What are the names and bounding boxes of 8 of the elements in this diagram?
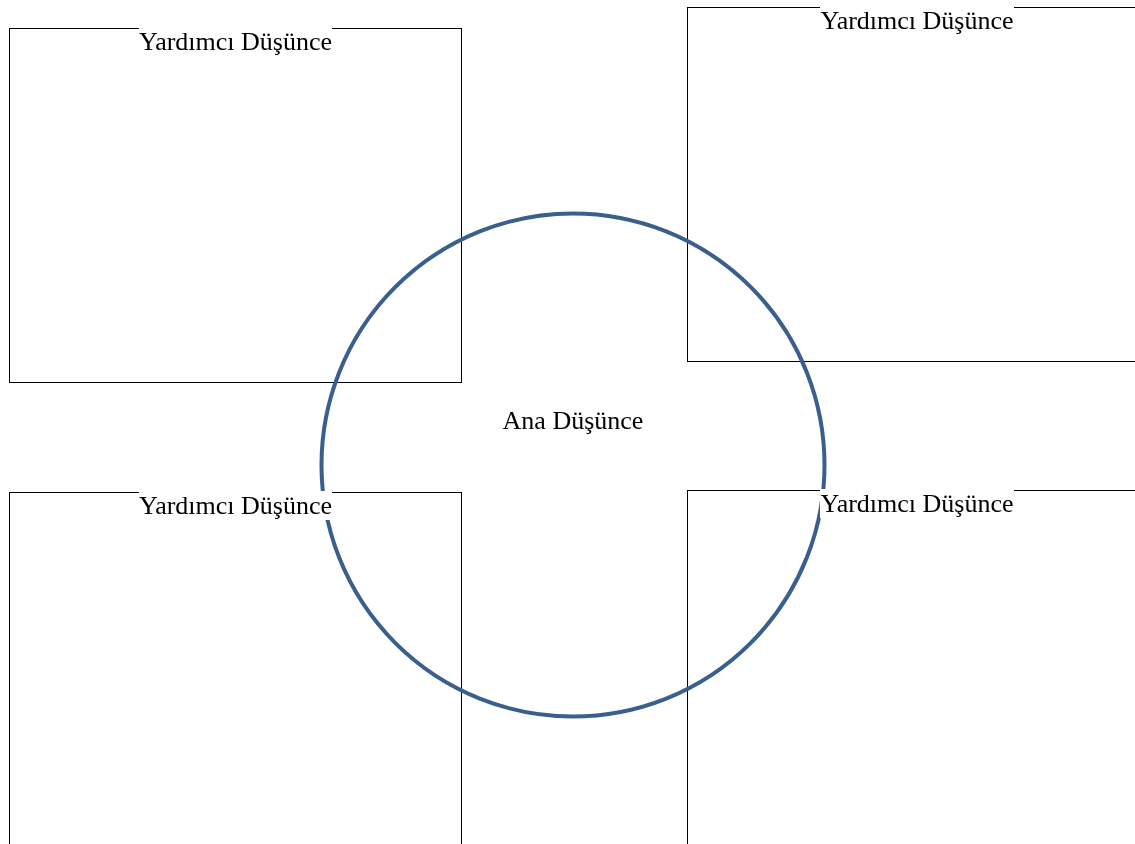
idea-box <box>9 492 462 844</box>
box-heading: Yardımcı Düşünce <box>138 27 333 56</box>
idea-box <box>687 7 1135 362</box>
box-heading: Yardımcı Düşünce <box>820 489 1014 518</box>
box-heading: Yardımcı Düşünce <box>820 6 1014 35</box>
idea-box <box>687 490 1135 844</box>
idea-box <box>9 28 462 383</box>
box-heading: Yardımcı Düşünce <box>138 491 333 520</box>
